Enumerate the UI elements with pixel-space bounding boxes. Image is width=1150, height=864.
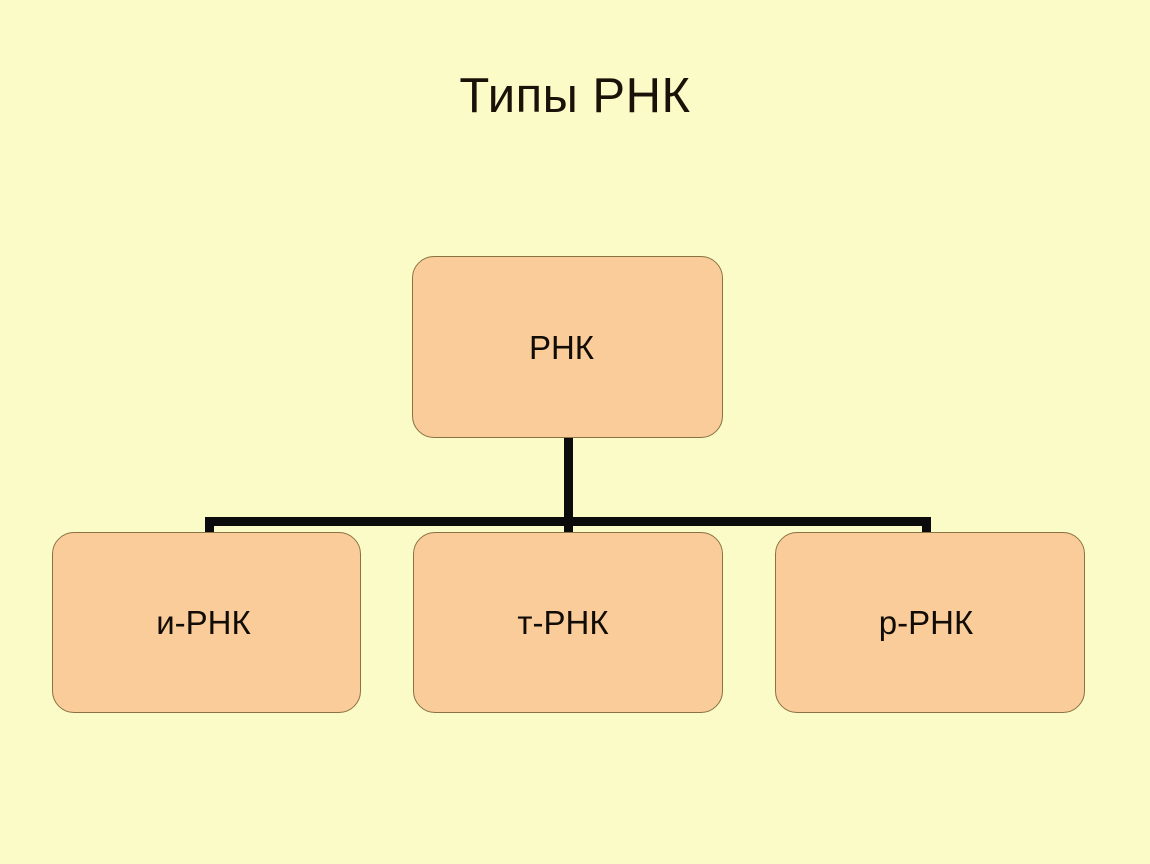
connector-trunk-vertical (564, 436, 573, 522)
page-title: Типы РНК (459, 69, 691, 123)
diagram-node-trna-label: т-РНК (517, 604, 609, 641)
diagram-node-mrna[interactable]: и-РНК (52, 532, 361, 713)
diagram-node-rrna[interactable]: р-РНК (775, 532, 1085, 713)
diagram-node-trna[interactable]: т-РНК (413, 532, 723, 713)
diagram-node-root[interactable]: РНК (412, 256, 723, 438)
connector-stub-right (922, 517, 931, 536)
connector-stub-middle (564, 517, 573, 536)
diagram-node-root-label: РНК (528, 328, 595, 366)
connector-stub-left (205, 517, 214, 536)
diagram-node-rrna-label: р-РНК (878, 604, 974, 641)
diagram-node-mrna-label: и-РНК (156, 604, 251, 641)
